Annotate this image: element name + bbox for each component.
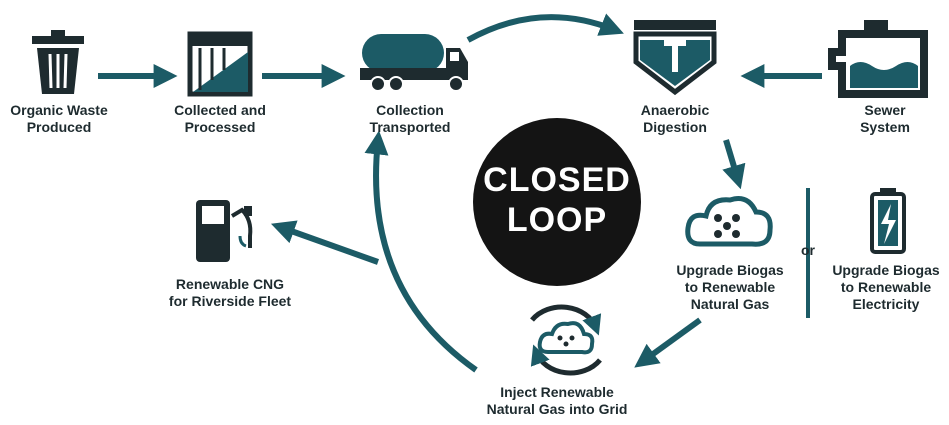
arrow-inject-to-transported (364, 130, 478, 373)
biogas-cloud-icon (685, 196, 773, 247)
or-label: or (801, 242, 815, 258)
closed-loop-line1: CLOSED (483, 161, 631, 199)
arrow-branch-to-cng (270, 220, 380, 265)
fuel-pump-icon (196, 200, 253, 262)
trash-can-icon (32, 30, 84, 94)
tanker-truck-icon (360, 34, 468, 92)
arrow-digestion-to-upgrade (722, 139, 746, 190)
arrow-transported-to-digestion (466, 13, 624, 43)
closed-loop-title: CLOSED LOOP (472, 160, 642, 240)
recycle-cloud-icon (530, 304, 602, 376)
digester-icon (633, 20, 717, 96)
closed-loop-circle (473, 118, 641, 286)
battery-icon (870, 188, 906, 254)
arrow-upgrade-to-inject (634, 317, 702, 368)
processing-box-icon (187, 31, 253, 97)
sewer-pipe-icon (828, 20, 928, 98)
flow-arrows (98, 13, 822, 373)
closed-loop-line2: LOOP (506, 201, 608, 239)
